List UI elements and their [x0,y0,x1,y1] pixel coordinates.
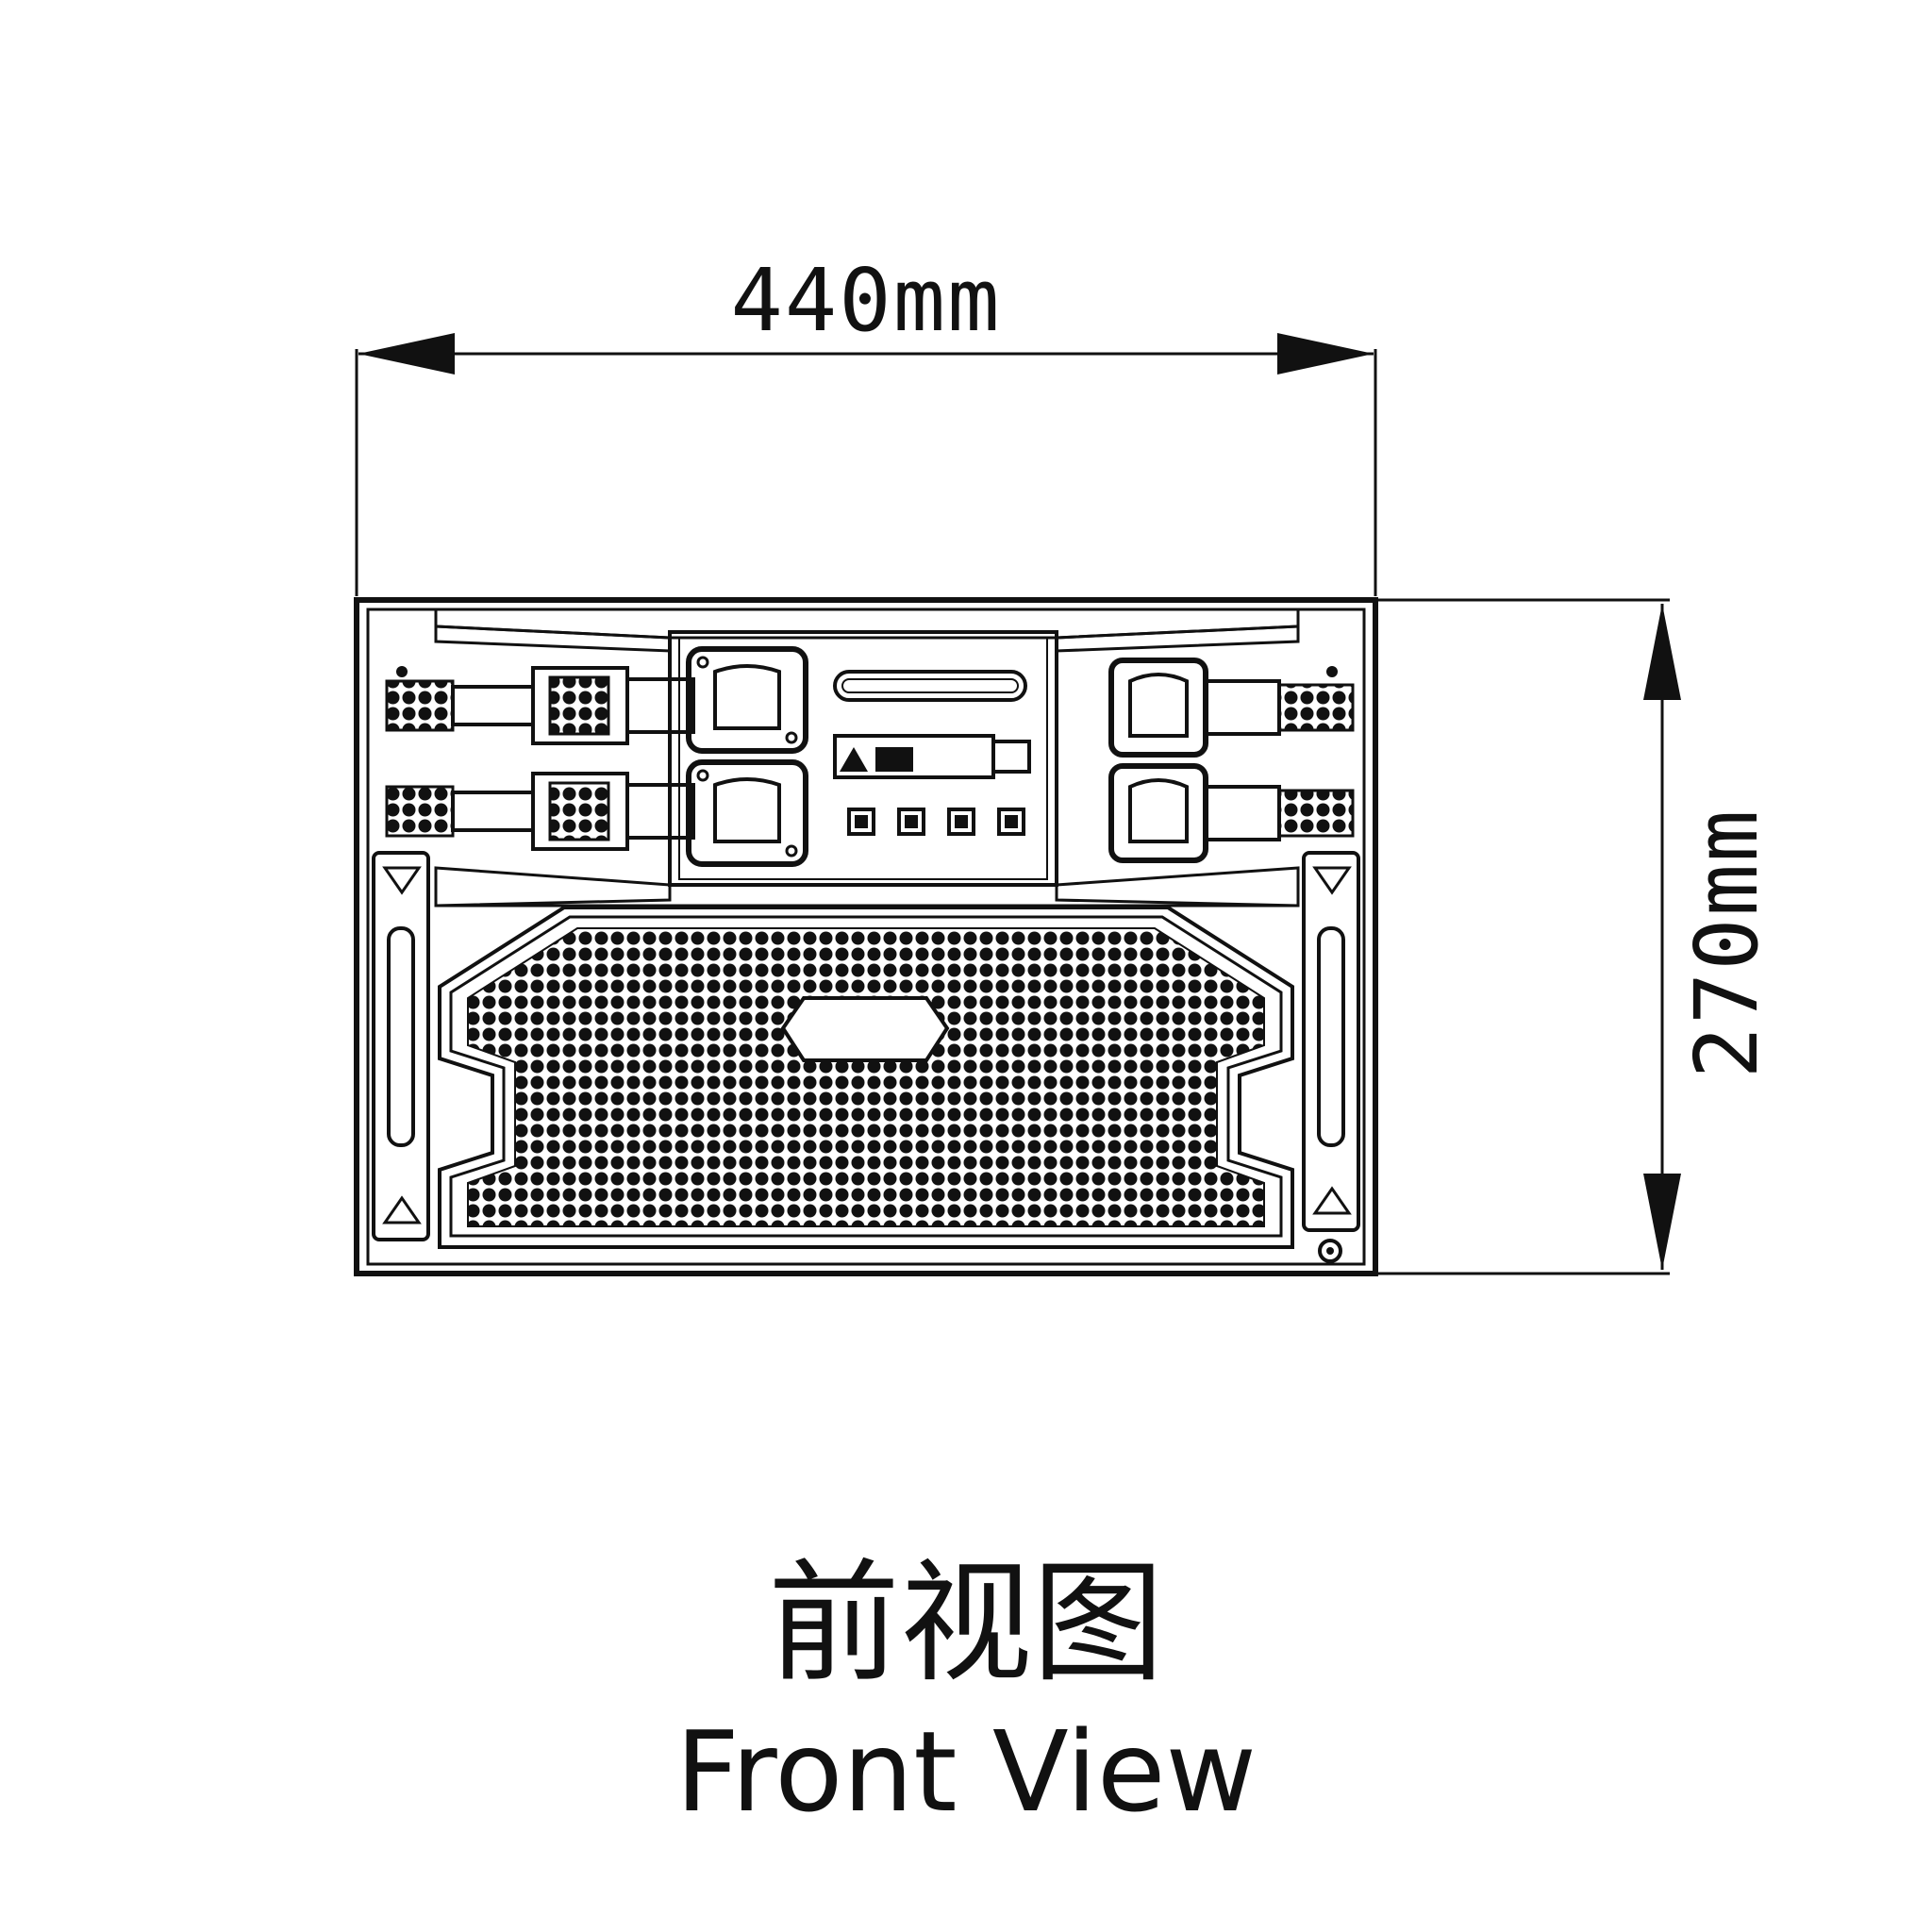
cable-grip-upper [385,679,455,732]
cable-sleeve-lower [625,783,695,840]
rigging-handle-left [372,851,430,1241]
cable-collar-lower [548,781,610,841]
left-connector-group [385,646,808,867]
warning-triangle-icon [840,747,868,772]
control-panel-inner [678,637,1048,880]
right-upper-wedge [1055,625,1300,653]
speaker-grille-icon [467,927,1265,1227]
caption-chinese: 前视图 [767,1547,1164,1701]
width-arrow-right [1277,333,1374,375]
indicator-led-1 [847,808,875,836]
width-dimension [355,333,1377,596]
speaker-grille [438,906,1294,1249]
panel-screw-left-top [396,666,408,677]
display-slot-inner [841,678,1019,693]
right-cable-sleeve-lower [1204,785,1281,841]
height-arrow-top [1643,604,1681,700]
cabinet-bolt [1318,1239,1342,1263]
indicator-led-3-fill [955,815,968,828]
left-upper-wedge [434,625,672,653]
right-cable-grip-lower [1277,789,1355,838]
indicator-led-2 [897,808,925,836]
switch-label-block [875,747,913,772]
indicator-led-1-fill [855,815,868,828]
right-cable-sleeve-upper [1204,679,1281,736]
rigging-handle-icon [1302,851,1360,1232]
cabinet-outer-frame [354,597,1378,1276]
indicator-led-4-fill [1005,815,1018,828]
right-cable-grip-upper [1277,683,1355,732]
rigging-handle-icon [372,851,430,1241]
switch-knob [991,740,1031,774]
left-lower-wedge [434,866,672,908]
width-dimension-label: 440mm [731,250,1002,351]
grille-outer-frame [438,906,1294,1249]
panel-screw-right-top [1326,666,1338,677]
height-dimension-label: 270mm [1676,808,1777,1079]
rigging-handle-right [1302,851,1360,1263]
grille-logo-plate [780,996,950,1062]
cable-body-upper [451,685,535,726]
indicator-led-2-fill [905,815,918,828]
cable-body-lower [451,791,535,832]
right-lower-wedge [1055,866,1300,908]
speakon-connector-icon [686,759,808,867]
speakon-connector-icon [1108,763,1208,863]
height-arrow-bottom [1643,1174,1681,1270]
display-slot [833,670,1027,702]
cable-sleeve-upper [625,677,695,734]
height-dimension [1375,598,1681,1275]
indicator-led-4 [997,808,1025,836]
speakon-connector-icon [1108,658,1208,758]
control-panel-plate [668,630,1058,887]
width-arrow-left [358,333,455,375]
speakon-connector-icon [686,646,808,754]
cable-collar-upper [548,675,610,736]
control-panel [668,630,1058,887]
cable-grip-lower [385,785,455,838]
right-connector-group [1108,658,1355,863]
grille-inner-frame [449,915,1283,1238]
indicator-led-3 [947,808,975,836]
caption-english: Front View [675,1707,1257,1837]
